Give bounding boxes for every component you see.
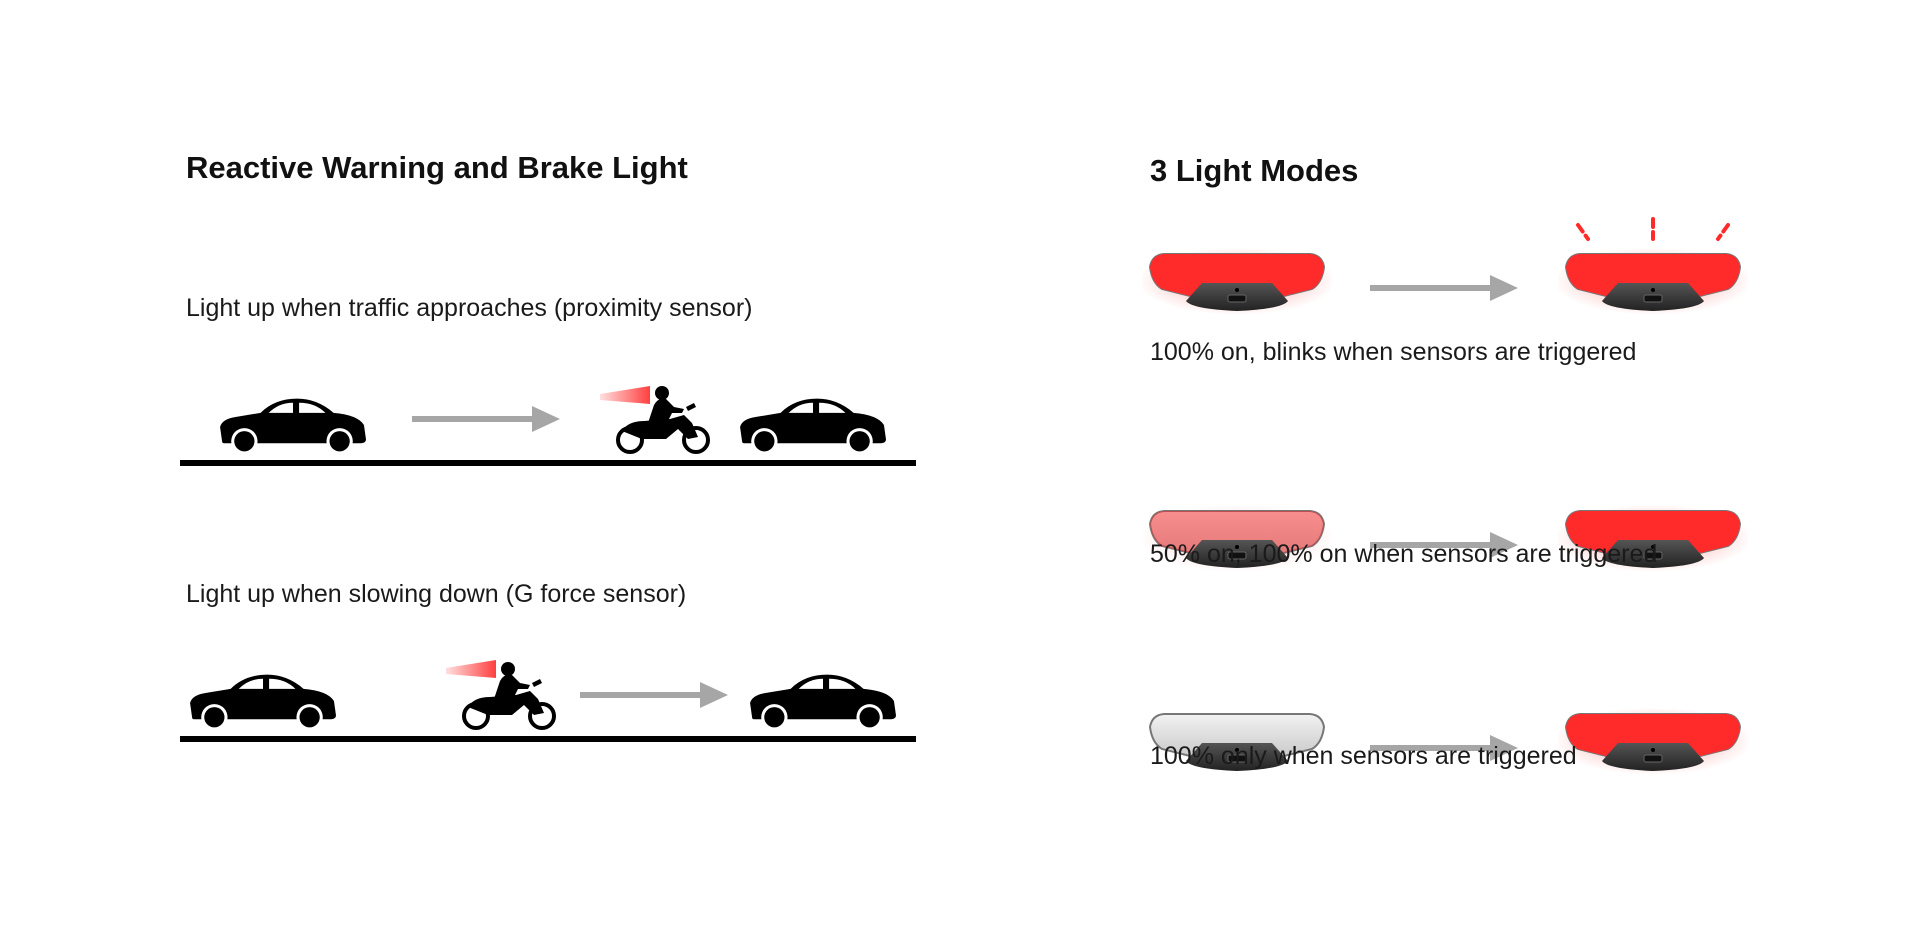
scenario-2-caption: Light up when slowing down (G force sens… [186,580,687,608]
motorcycle-icon [460,660,560,732]
mode-3-caption: 100% only when sensors are triggered [1150,742,1577,770]
mode-2-before-light [1142,506,1332,582]
tail-light-icon [1142,506,1332,572]
car-icon [216,392,368,454]
scenario-2-scene [180,656,916,746]
scenario-1-caption: Light up when traffic approaches (proxim… [186,294,753,322]
mode-1-caption: 100% on, blinks when sensors are trigger… [1150,338,1637,366]
motorcycle-icon [614,384,714,456]
road-line [180,736,916,742]
car-icon [746,668,898,730]
tail-light-icon [1558,249,1748,315]
scenario-1-scene [180,380,916,470]
tail-light-icon [1142,249,1332,315]
arrow-right-icon [1370,273,1520,303]
mode-3-before-light [1142,709,1332,785]
car-icon [186,668,338,730]
arrow-right-icon [580,680,730,710]
mode-1-after-light [1558,249,1748,325]
car-icon [736,392,888,454]
tail-light-icon [1148,713,1326,771]
left-section-title: Reactive Warning and Brake Light [186,150,688,185]
mode-3-after-light [1558,709,1748,785]
road-line [180,460,916,466]
mode-1-before-light [1142,249,1332,325]
mode-2-caption: 50% on, 100% on when sensors are trigger… [1150,540,1658,568]
tail-light-icon [1558,506,1748,572]
light-beam-icon [446,660,496,678]
mode-2-after-light [1558,506,1748,582]
blink-rays-icon [1576,217,1730,241]
right-section-title: 3 Light Modes [1150,153,1359,188]
tail-light-icon [1558,709,1748,775]
arrow-right-icon [412,404,562,434]
light-beam-icon [600,386,650,404]
